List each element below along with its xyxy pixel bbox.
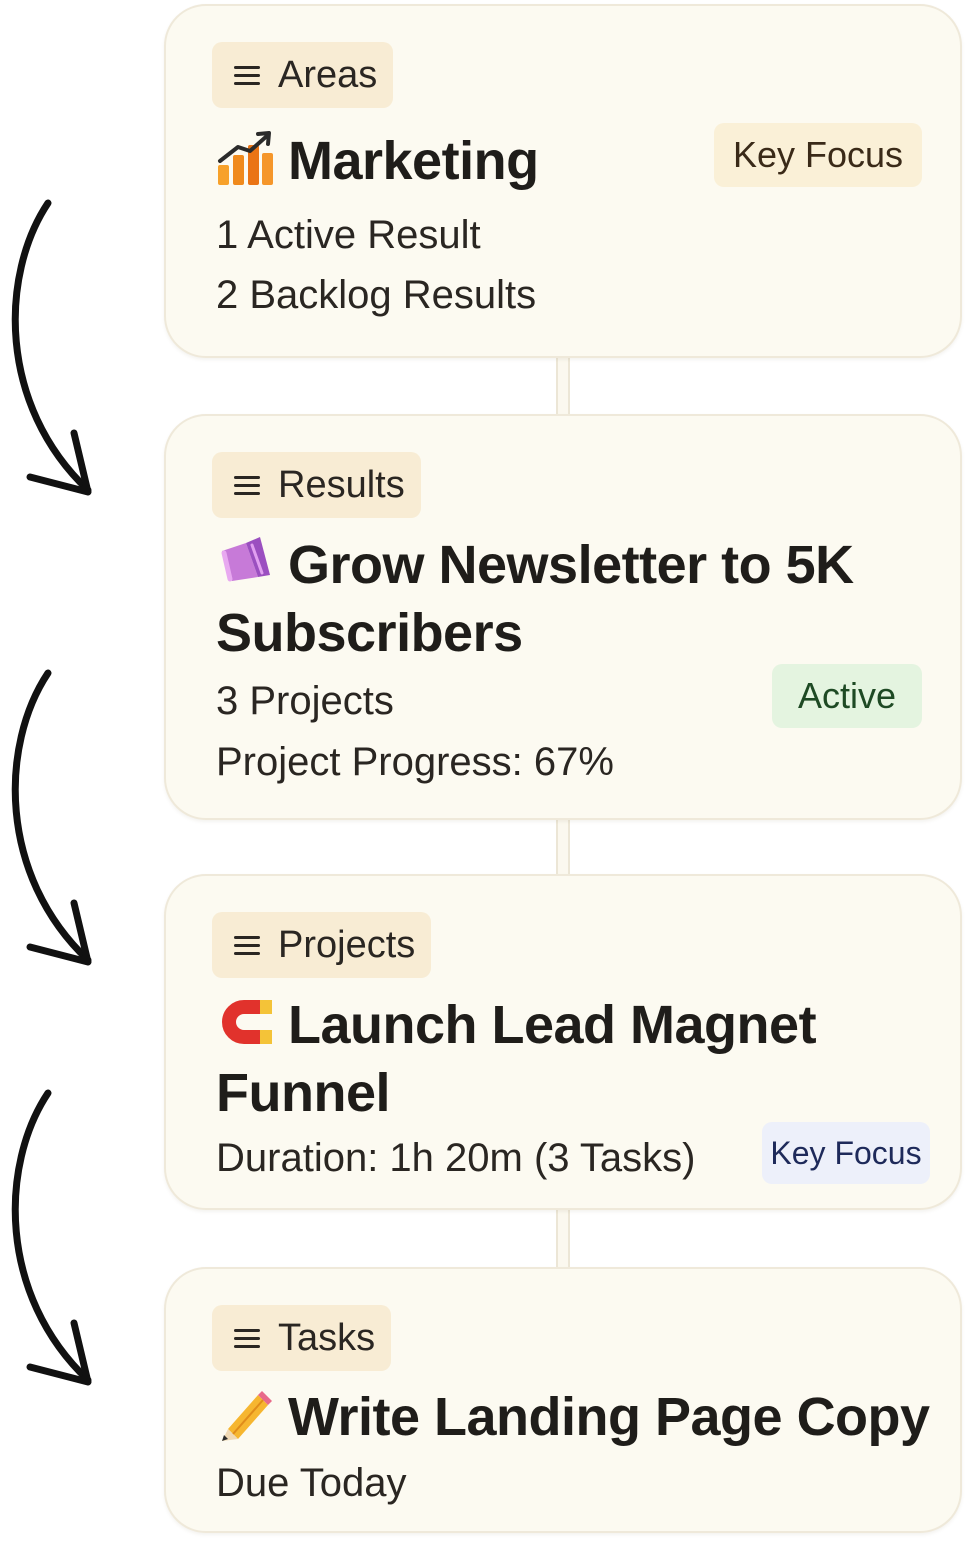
- project-title-line1: Launch Lead Magnet: [216, 992, 817, 1058]
- flow-arrow-3: [11, 1089, 92, 1386]
- active-results-count: 1 Active Result: [216, 213, 481, 257]
- key-focus-badge: Key Focus: [714, 123, 922, 187]
- connector-areas-results: [556, 356, 570, 416]
- task-card[interactable]: Tasks Write Landing Page Copy Due Today: [164, 1267, 962, 1533]
- active-status-badge: Active: [772, 664, 922, 728]
- task-title: Write Landing Page Copy: [216, 1384, 930, 1450]
- results-chip-label: Results: [278, 463, 405, 506]
- bar-chart-icon: [218, 131, 273, 185]
- flow-arrow-2: [11, 669, 92, 966]
- tasks-chip: Tasks: [212, 1305, 392, 1371]
- menu-icon: [234, 1328, 260, 1348]
- area-card[interactable]: Areas Marketing Key Focus 1 Active Resul…: [164, 4, 962, 358]
- task-due: Due Today: [216, 1461, 407, 1505]
- results-chip: Results: [212, 452, 421, 518]
- connector-results-projects: [556, 818, 570, 876]
- result-title-line1: Grow Newsletter to 5K: [216, 532, 854, 598]
- menu-icon: [234, 935, 260, 955]
- flow-arrow-1: [11, 199, 92, 496]
- project-duration: Duration: 1h 20m (3 Tasks): [216, 1136, 696, 1180]
- menu-icon: [234, 65, 260, 85]
- result-card[interactable]: Results Grow Newsletter to 5K Subscriber…: [164, 414, 962, 820]
- magnet-icon: [222, 1000, 272, 1044]
- result-title-text-1: Grow Newsletter to 5K: [288, 535, 854, 595]
- pencil-icon: [222, 1391, 272, 1441]
- areas-chip: Areas: [212, 42, 394, 108]
- connector-projects-tasks: [556, 1209, 570, 1269]
- tasks-chip-label: Tasks: [278, 1316, 376, 1359]
- menu-icon: [234, 475, 260, 495]
- project-title-line2: Funnel: [216, 1063, 390, 1123]
- backlog-results-count: 2 Backlog Results: [216, 273, 537, 317]
- result-title-line2: Subscribers: [216, 603, 523, 663]
- projects-chip-label: Projects: [278, 923, 416, 966]
- key-focus-badge: Key Focus: [762, 1122, 930, 1184]
- megaphone-icon: [221, 537, 270, 582]
- project-card[interactable]: Projects Launch Lead Magnet Funnel Durat…: [164, 874, 962, 1210]
- project-title-text-1: Launch Lead Magnet: [288, 995, 817, 1055]
- task-title-text: Write Landing Page Copy: [288, 1387, 930, 1447]
- project-progress: Project Progress: 67%: [216, 740, 614, 784]
- area-title: Marketing: [216, 128, 539, 194]
- projects-chip: Projects: [212, 912, 432, 978]
- area-title-text: Marketing: [288, 131, 539, 191]
- projects-count: 3 Projects: [216, 679, 394, 723]
- areas-chip-label: Areas: [278, 53, 378, 96]
